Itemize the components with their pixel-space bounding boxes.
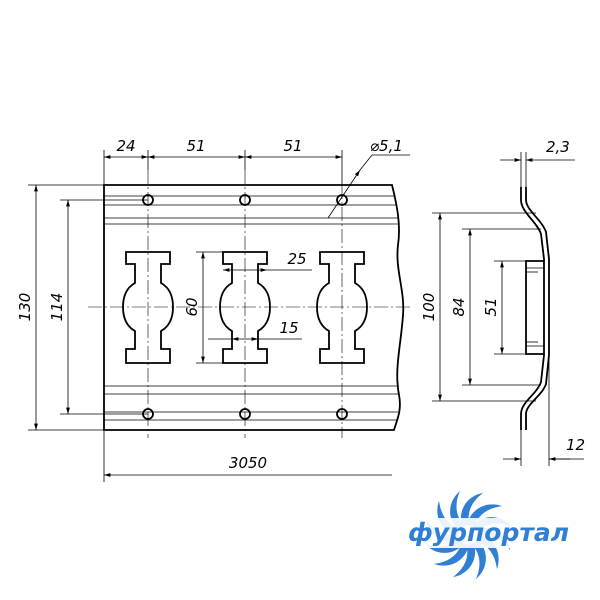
dim-height-total: 130 xyxy=(16,293,34,322)
dim-profile-step: 51 xyxy=(482,297,500,316)
dim-height-holes: 114 xyxy=(48,293,66,322)
dim-pitch-first: 24 xyxy=(116,137,135,155)
dim-profile-height: 100 xyxy=(420,293,438,322)
profile-side-view: 2,3 100 84 51 12 xyxy=(420,138,585,466)
dim-thickness: 2,3 xyxy=(546,138,570,156)
brand-name: фурпортал xyxy=(408,518,569,547)
dim-slot-neck: 15 xyxy=(279,319,298,337)
dim-profile-inner: 84 xyxy=(450,297,468,316)
dim-pitch-a: 51 xyxy=(186,137,205,155)
slots xyxy=(122,251,368,364)
dim-hole-diameter: ⌀5,1 xyxy=(370,137,403,155)
dim-pitch-b: 51 xyxy=(283,137,302,155)
dim-slot-height: 60 xyxy=(183,297,201,316)
mounting-holes xyxy=(142,194,348,420)
plate-front-view: 24 51 51 ⌀5,1 130 114 60 25 15 30 xyxy=(16,137,410,482)
brand-logo: фурпортал xyxy=(404,491,582,579)
dim-length: 3050 xyxy=(229,454,267,472)
dim-slot-width: 25 xyxy=(287,250,306,268)
dim-profile-depth: 12 xyxy=(566,436,585,454)
